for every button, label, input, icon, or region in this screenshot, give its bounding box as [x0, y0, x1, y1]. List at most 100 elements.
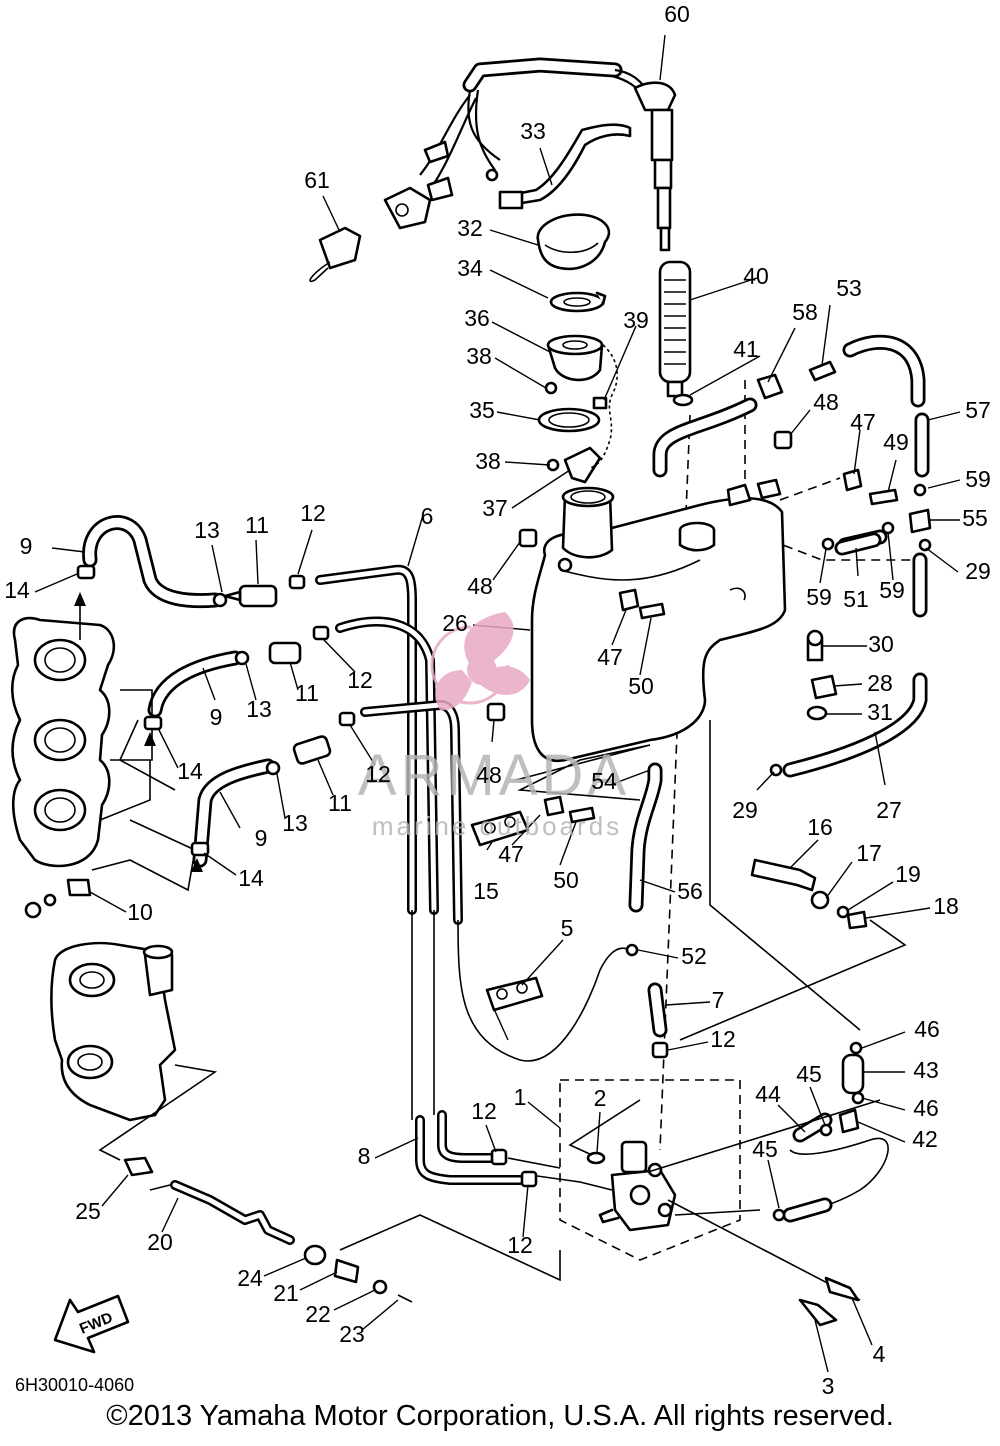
callout-part-46-2: 46	[913, 1095, 939, 1121]
callout-part-21: 21	[273, 1280, 299, 1306]
oil-strainer	[658, 260, 694, 407]
callout-part-8: 8	[358, 1143, 371, 1169]
callout-part-7: 7	[712, 987, 725, 1013]
callout-part-9: 9	[20, 533, 33, 559]
callout-part-31: 31	[867, 699, 893, 725]
small-fittings	[24, 360, 932, 1327]
callout-part-11: 11	[245, 512, 269, 538]
callout-part-56: 56	[677, 878, 703, 904]
callout-part-26: 26	[442, 610, 468, 636]
callout-part-12-2: 12	[347, 667, 373, 693]
callout-part-24: 24	[237, 1265, 263, 1291]
callout-part-30: 30	[868, 631, 894, 657]
callout-part-5: 5	[561, 915, 574, 941]
callout-part-11-3: 11	[328, 790, 352, 816]
oil-tank	[530, 478, 787, 763]
callout-part-18: 18	[933, 893, 959, 919]
callout-part-53: 53	[836, 275, 862, 301]
callout-part-57: 57	[965, 397, 991, 423]
callout-part-4: 4	[873, 1341, 886, 1367]
callout-part-2: 2	[594, 1085, 607, 1111]
callout-part-35: 35	[469, 397, 495, 423]
callout-part-12-4: 12	[710, 1026, 736, 1052]
callout-part-59-2: 59	[965, 466, 991, 492]
callout-part-1: 1	[514, 1084, 527, 1110]
callout-part-17: 17	[856, 840, 882, 866]
callout-part-58: 58	[792, 299, 818, 325]
callout-part-47: 47	[597, 644, 623, 670]
callout-part-40: 40	[743, 263, 769, 289]
callout-part-12-5: 12	[471, 1098, 497, 1124]
callout-part-3: 3	[822, 1373, 835, 1399]
callout-part-23: 23	[339, 1321, 365, 1347]
callout-part-60: 60	[664, 1, 690, 27]
callout-part-15: 15	[473, 878, 499, 904]
callout-part-32: 32	[457, 215, 483, 241]
callout-part-12: 12	[300, 500, 326, 526]
callout-part-47-2: 47	[498, 841, 524, 867]
callout-part-9-2: 9	[210, 704, 223, 730]
callout-part-52: 52	[681, 943, 707, 969]
callout-part-42: 42	[912, 1126, 938, 1152]
fwd-arrow: FWD	[53, 1294, 130, 1354]
callout-part-25: 25	[75, 1198, 101, 1224]
callout-part-9-3: 9	[255, 825, 268, 851]
callout-part-50: 50	[628, 673, 654, 699]
callout-part-13-3: 13	[282, 810, 308, 836]
oil-pump	[586, 1140, 677, 1232]
callout-part-13-2: 13	[246, 696, 272, 722]
copyright-notice: ©2013 Yamaha Motor Corporation, U.S.A. A…	[106, 1400, 894, 1432]
callout-part-37: 37	[482, 495, 508, 521]
callout-part-28: 28	[867, 670, 893, 696]
armada-tagline-text: marine outboards	[372, 811, 622, 841]
callout-part-36: 36	[464, 305, 490, 331]
callout-part-38-2: 38	[475, 448, 501, 474]
direction-arrows	[74, 592, 203, 872]
callout-part-59: 59	[806, 584, 832, 610]
callout-part-38: 38	[466, 343, 492, 369]
callout-part-6: 6	[421, 503, 434, 529]
exploded-parts-diagram: FWD ARMADA marine outboards 123456789991…	[4, 1, 991, 1399]
callout-part-54: 54	[591, 768, 617, 794]
filler-cap-assembly	[536, 213, 618, 484]
callout-part-29-2: 29	[965, 558, 991, 584]
callout-part-46: 46	[914, 1016, 940, 1042]
armada-brand-text: ARMADA	[358, 743, 630, 808]
callout-part-33: 33	[520, 118, 546, 144]
callout-part-19: 19	[895, 861, 921, 887]
callout-part-48-2: 48	[813, 389, 839, 415]
diagram-reference-code: 6H30010-4060	[15, 1375, 134, 1395]
callout-part-45-2: 45	[752, 1136, 778, 1162]
callout-part-50-2: 50	[553, 867, 579, 893]
level-sensor-harness	[309, 57, 677, 282]
callout-part-59-3: 59	[879, 577, 905, 603]
callout-part-55: 55	[962, 505, 988, 531]
callout-part-34: 34	[457, 255, 483, 281]
callout-part-43: 43	[913, 1057, 939, 1083]
callout-part-16: 16	[807, 814, 833, 840]
callout-part-14-3: 14	[238, 865, 264, 891]
callout-part-39: 39	[623, 307, 649, 333]
callout-part-14: 14	[4, 577, 30, 603]
callout-part-20: 20	[147, 1229, 173, 1255]
callout-part-27: 27	[876, 797, 902, 823]
leader-lines	[34, 34, 961, 1373]
callout-part-41: 41	[733, 336, 759, 362]
callout-part-14-2: 14	[177, 758, 203, 784]
callout-part-29: 29	[732, 797, 758, 823]
callout-part-11-2: 11	[295, 680, 319, 706]
callout-part-12-3: 12	[365, 761, 391, 787]
callout-part-47-3: 47	[850, 409, 876, 435]
armada-watermark: ARMADA marine outboards	[358, 612, 630, 841]
callout-part-51: 51	[843, 586, 869, 612]
callout-part-10: 10	[127, 899, 153, 925]
callout-part-44: 44	[755, 1081, 781, 1107]
callout-part-61: 61	[304, 167, 330, 193]
callout-part-45: 45	[796, 1061, 822, 1087]
callout-part-48: 48	[467, 573, 493, 599]
callout-part-13: 13	[194, 517, 220, 543]
armada-propeller-logo	[430, 612, 530, 711]
callout-part-49: 49	[883, 429, 909, 455]
